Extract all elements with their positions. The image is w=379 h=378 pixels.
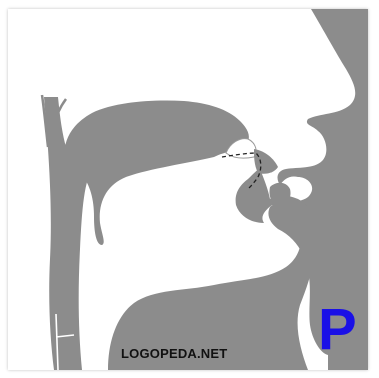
articulation-diagram: LOGOPEDA.NET P [8, 9, 368, 370]
phoneme-letter: P [318, 301, 357, 359]
upper-lip [254, 149, 278, 174]
vocal-tract-illustration [8, 9, 368, 370]
site-watermark: LOGOPEDA.NET [121, 346, 227, 361]
palate [64, 101, 249, 246]
